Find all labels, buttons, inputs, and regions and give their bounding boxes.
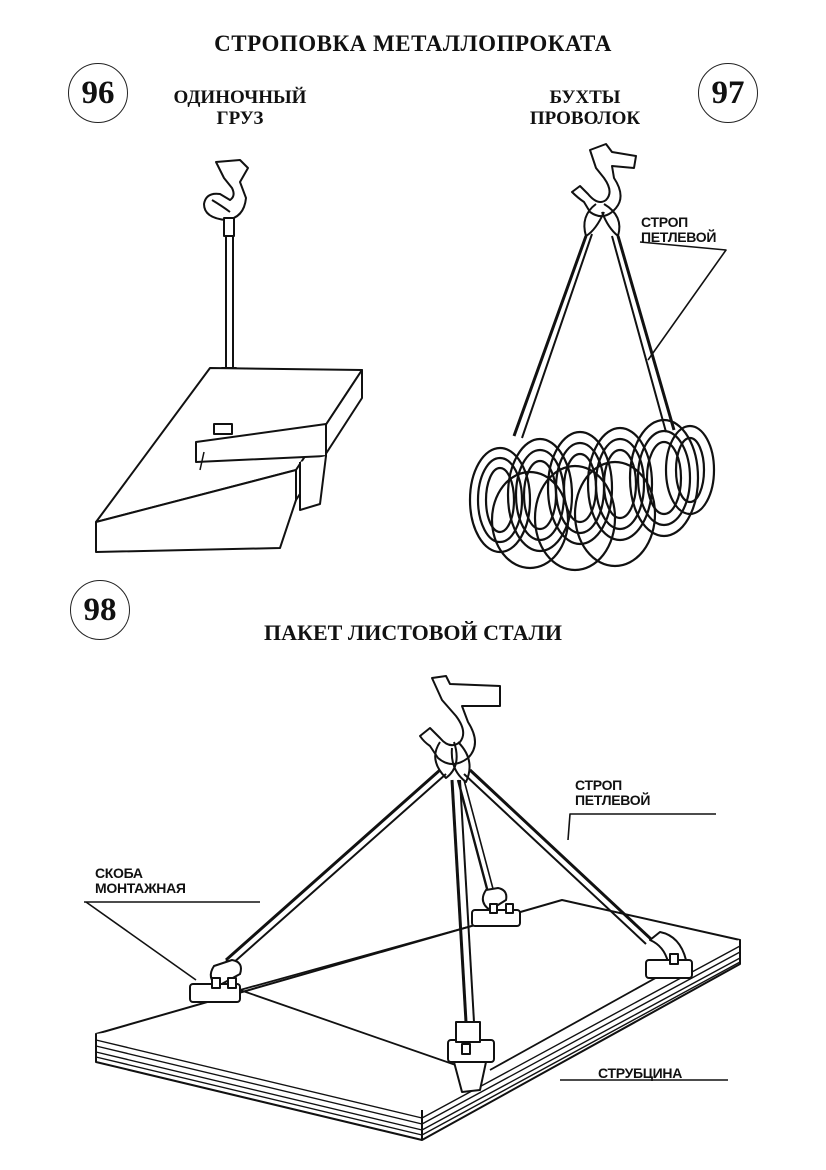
- clamp-front: [447, 1021, 495, 1093]
- panel-96-title: ОДИНОЧНЫЙ ГРУЗ: [150, 88, 330, 128]
- label-sling-98-line-1: СТРОП: [575, 777, 622, 793]
- wire-coil-group: [468, 418, 716, 572]
- label-sling-98: СТРОП ПЕТЛЕВОЙ: [575, 778, 650, 807]
- label-clamp: СТРУБЦИНА: [598, 1065, 683, 1081]
- panel-97-title: БУХТЫ ПРОВОЛОК: [510, 88, 660, 128]
- panel-number-text: 97: [711, 74, 745, 111]
- panel-97-title-line-2: ПРОВОЛОК: [529, 108, 641, 129]
- label-sling-98-line-2: ПЕТЛЕВОЙ: [575, 791, 651, 808]
- label-sling-97-line-2: ПЕТЛЕВОЙ: [641, 228, 717, 245]
- crane-hook-icon: [571, 143, 637, 218]
- figure-97-wire-coils: [468, 143, 727, 572]
- sling-legs: [225, 768, 654, 1023]
- panel-98-title: ПАКЕТ ЛИСТОВОЙ СТАЛИ: [264, 620, 562, 645]
- clamp-right: [645, 931, 693, 979]
- figure-96-single-load: [95, 159, 363, 553]
- label-shackle-line-1: СКОБА: [95, 865, 143, 881]
- panel-96-title-line-2: ГРУЗ: [216, 108, 264, 129]
- figure-98-sheet-steel: [84, 675, 741, 1141]
- label-sling-97-line-1: СТРОП: [641, 214, 688, 230]
- panel-96-title-line-1: ОДИНОЧНЫЙ: [173, 87, 307, 108]
- label-sling-97: СТРОП ПЕТЛЕВОЙ: [641, 215, 716, 244]
- crane-hook-icon: [203, 159, 249, 221]
- panel-number-97: 97: [698, 63, 758, 123]
- label-shackle: СКОБА МОНТАЖНАЯ: [95, 866, 186, 895]
- panel-number-text: 98: [83, 591, 117, 628]
- crane-hook-icon: [419, 675, 501, 765]
- shackle-left: [189, 959, 242, 1003]
- label-shackle-line-2: МОНТАЖНАЯ: [95, 879, 186, 896]
- panel-number-98: 98: [70, 580, 130, 640]
- page-title: СТРОПОВКА МЕТАЛЛОПРОКАТА: [214, 31, 612, 56]
- leader-lines: [84, 813, 728, 1081]
- panel-number-96: 96: [68, 63, 128, 123]
- panel-number-text: 96: [81, 74, 115, 111]
- panel-97-title-line-1: БУХТЫ: [549, 87, 621, 108]
- shackle-back: [471, 887, 521, 927]
